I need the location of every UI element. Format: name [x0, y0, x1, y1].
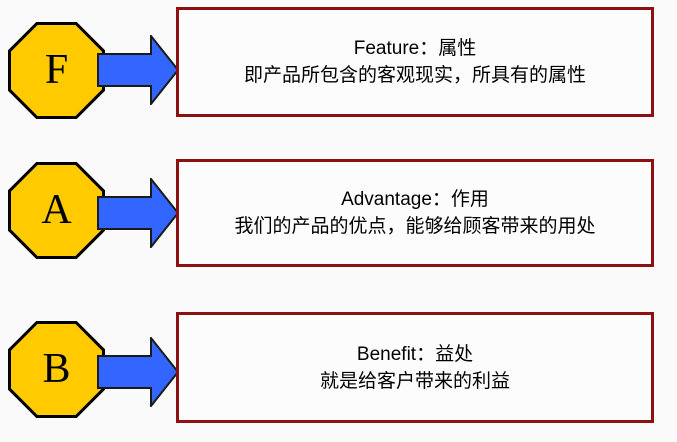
octagon-letter: B	[42, 345, 71, 392]
box-description: 我们的产品的优点，能够给顾客带来的用处	[234, 216, 596, 237]
octagon-shape-icon	[8, 22, 105, 119]
octagon-letter: F	[44, 46, 69, 93]
octagon-badge-feature: F	[8, 22, 105, 119]
box-description: 即产品所包含的客观现实，所具有的属性	[243, 65, 586, 86]
description-box-feature: Feature：属性 即产品所包含的客观现实，所具有的属性	[176, 7, 654, 117]
octagon-badge-benefit: B	[8, 321, 105, 418]
octagon-shape-icon	[8, 321, 105, 418]
box-description: 就是给客户带来的利益	[319, 370, 510, 392]
octagon-shape-icon	[8, 162, 105, 259]
box-title: Benefit：益处	[356, 343, 474, 365]
right-arrow-icon	[97, 337, 179, 407]
description-box-advantage: Advantage：作用 我们的产品的优点，能够给顾客带来的用处	[176, 159, 654, 267]
octagon-badge-advantage: A	[8, 162, 105, 259]
box-title: Feature：属性	[353, 38, 477, 59]
right-arrow-icon	[97, 35, 179, 105]
box-title: Advantage：作用	[341, 189, 489, 210]
right-arrow-icon	[97, 178, 179, 248]
octagon-letter: A	[41, 186, 72, 233]
description-box-benefit: Benefit：益处 就是给客户带来的利益	[176, 312, 654, 423]
